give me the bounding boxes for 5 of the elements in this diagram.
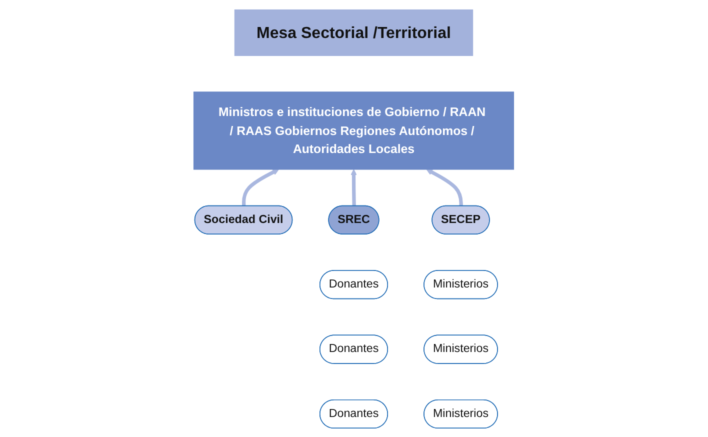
node-box: Ministros e instituciones de Gobierno / RAAN / RAAS Gobiernos Regiones Autónomos / Autoridades Locales <box>194 91 514 170</box>
arrow <box>242 168 280 206</box>
node-box: Mesa Sectorial /Territorial <box>234 8 474 56</box>
arrow <box>426 168 464 206</box>
arrow <box>350 168 358 206</box>
